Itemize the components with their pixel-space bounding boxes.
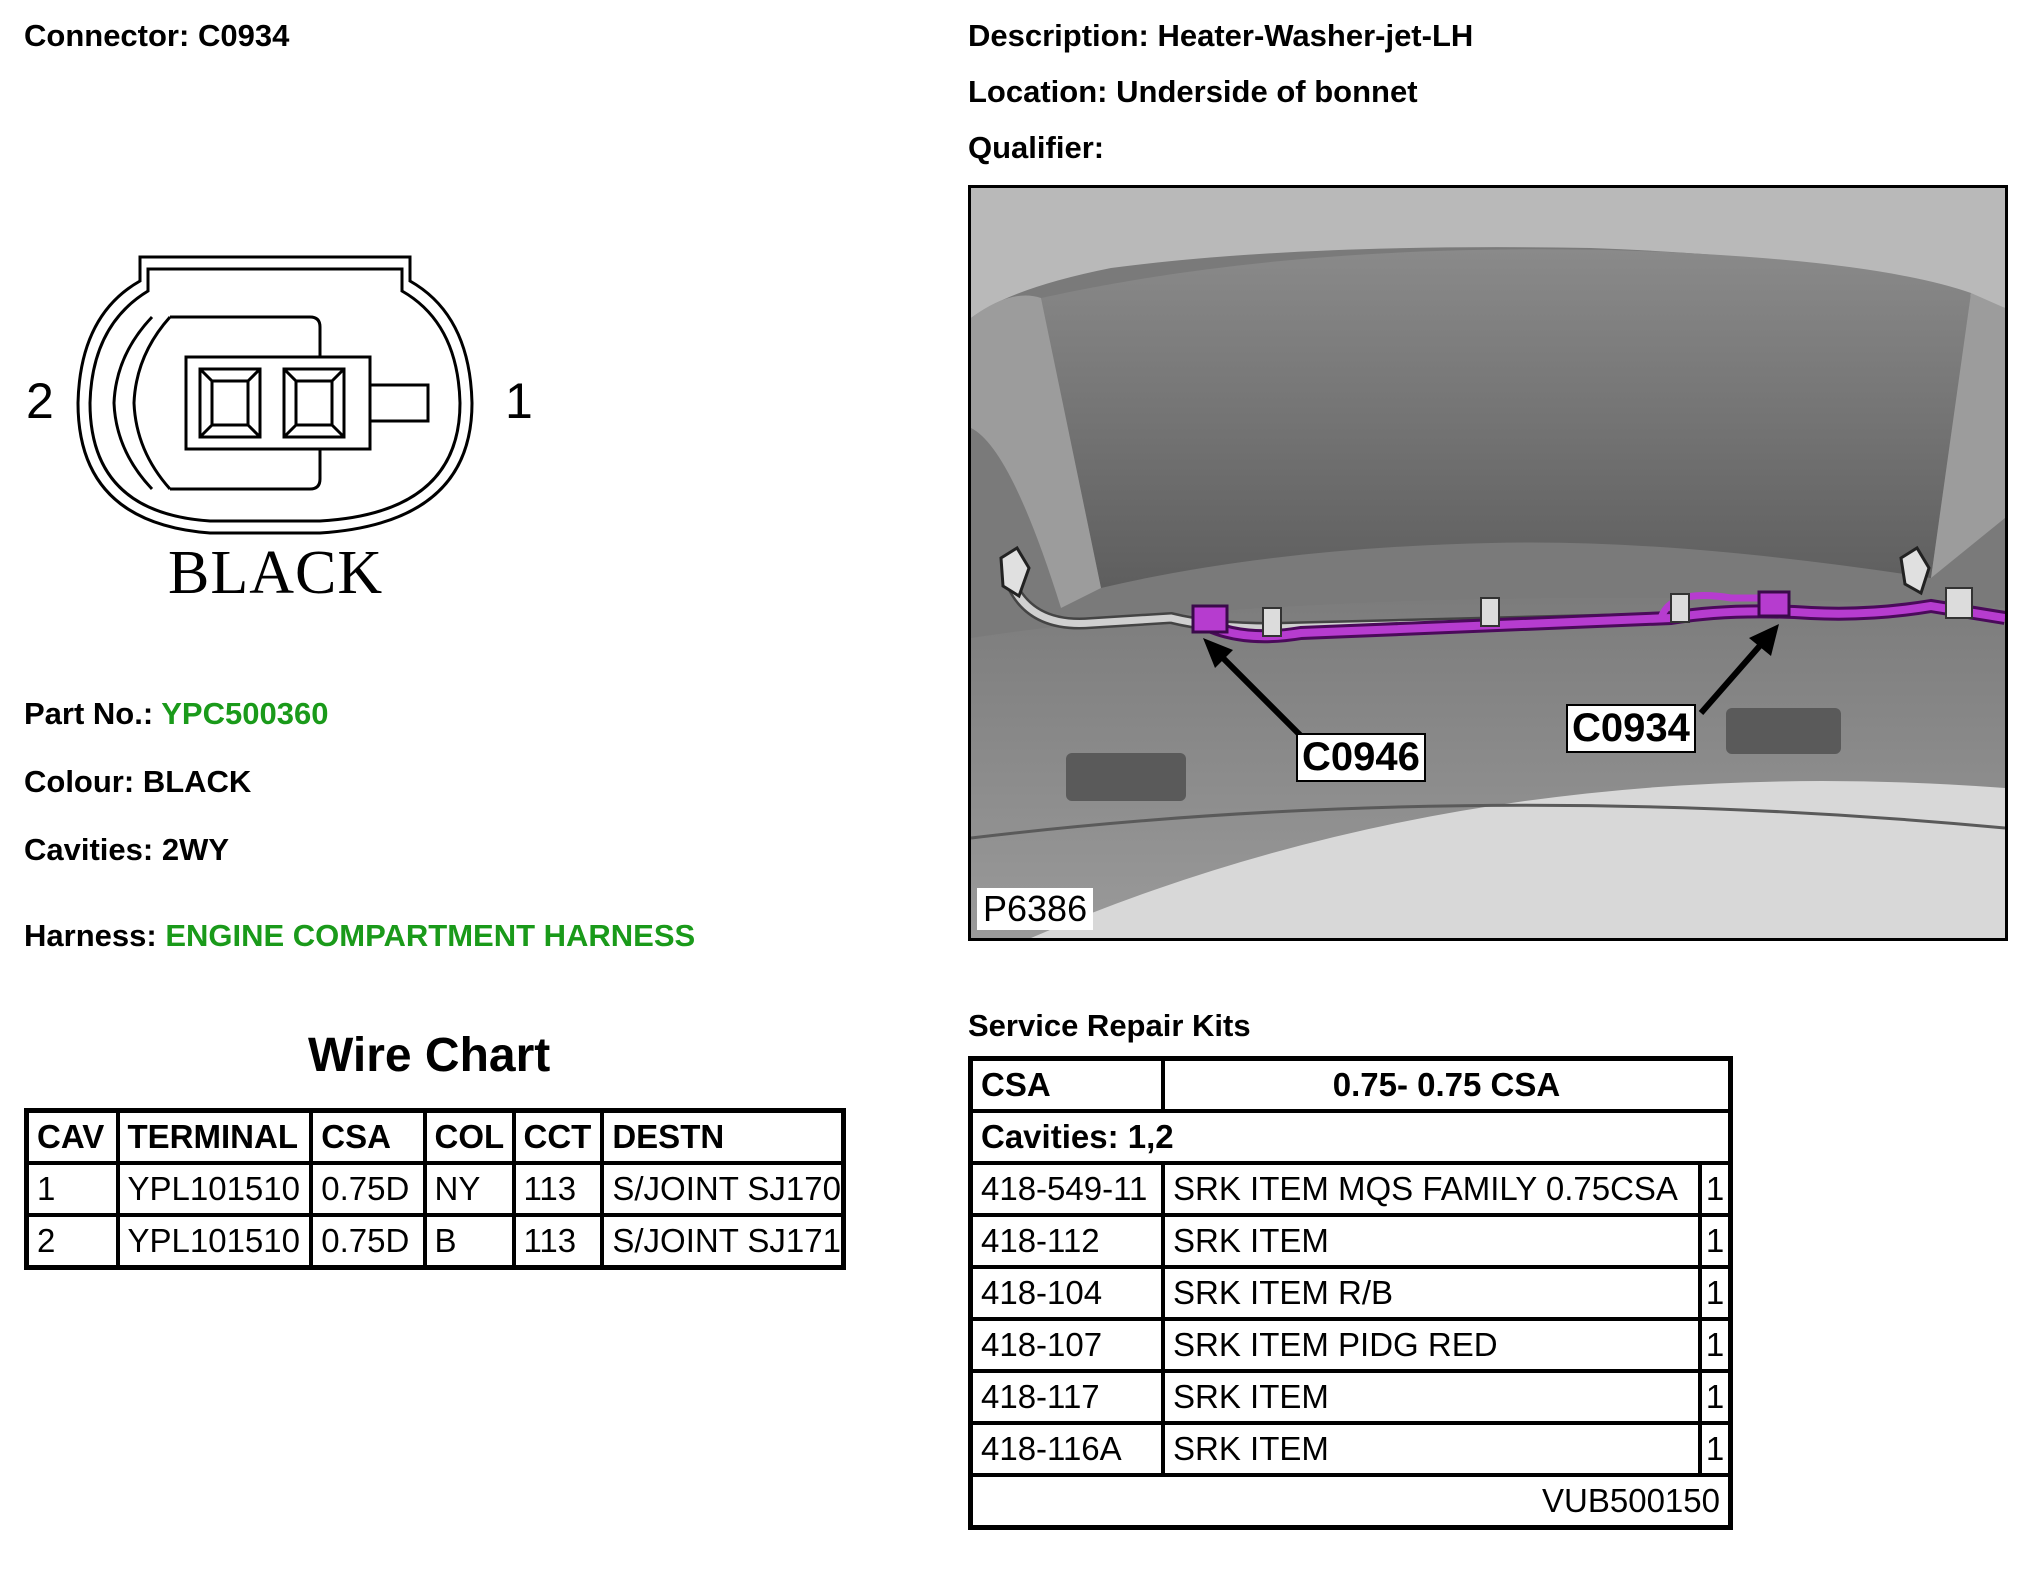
table-row: 418-117 SRK ITEM 1 (968, 1369, 1733, 1425)
col-header-col: COL (422, 1108, 516, 1165)
cell-cav: 2 (24, 1213, 120, 1270)
kit-quantity: 1 (1698, 1421, 1733, 1477)
harness-line: Harness: ENGINE COMPARTMENT HARNESS (24, 918, 696, 953)
table-row: 1 YPL101510 0.75D NY 113 S/JOINT SJ170 (24, 1161, 846, 1217)
cell-csa: 0.75D (309, 1161, 427, 1217)
cavities-value: 2WY (161, 832, 230, 867)
location-value: Underside of bonnet (1116, 74, 1418, 109)
cell-terminal: YPL101510 (115, 1213, 314, 1270)
cell-cav: 1 (24, 1161, 120, 1217)
connector-id: C0934 (197, 18, 290, 53)
kits-reference-row: VUB500150 (968, 1473, 1733, 1530)
kit-part-number: 418-104 (968, 1265, 1165, 1321)
wire-chart-header-row: CAV TERMINAL CSA COL CCT DESTN (24, 1108, 846, 1165)
col-header-cav: CAV (24, 1108, 120, 1165)
part-number-line: Part No.: YPC500360 (24, 696, 329, 731)
connector-heading: Connector: C0934 (24, 18, 290, 53)
colour-value: BLACK (142, 764, 252, 799)
location-photo: C0946 C0934 P6386 (968, 185, 2008, 941)
kit-part-number: 418-117 (968, 1369, 1165, 1425)
csa-value: 0.75- 0.75 CSA (1161, 1056, 1733, 1113)
cell-cct: 113 (511, 1213, 605, 1270)
connector-color-caption: BLACK (168, 539, 384, 607)
connector-face-diagram (76, 255, 474, 535)
cell-csa: 0.75D (309, 1213, 427, 1270)
kit-part-number: 418-107 (968, 1317, 1165, 1373)
cell-destn: S/JOINT SJ170 (600, 1161, 846, 1217)
cavities-line: Cavities: 2WY (24, 832, 230, 867)
cell-cct: 113 (511, 1161, 605, 1217)
col-header-destn: DESTN (600, 1108, 846, 1165)
kit-quantity: 1 (1698, 1317, 1733, 1373)
pin-1-label: 1 (505, 373, 533, 429)
kit-part-number: 418-116A (968, 1421, 1165, 1477)
kit-quantity: 1 (1698, 1369, 1733, 1425)
callout-c0934: C0934 (1566, 704, 1696, 753)
repair-kits-title: Service Repair Kits (968, 1008, 1251, 1043)
kits-cavities: Cavities: 1,2 (968, 1109, 1733, 1165)
table-row: 418-549-11 SRK ITEM MQS FAMILY 0.75CSA 1 (968, 1161, 1733, 1217)
kit-description: SRK ITEM (1161, 1213, 1702, 1269)
cell-col: NY (422, 1161, 516, 1217)
pin-2-label: 2 (26, 373, 54, 429)
wire-chart-title: Wire Chart (308, 1029, 551, 1082)
kit-quantity: 1 (1698, 1213, 1733, 1269)
table-row: 418-116A SRK ITEM 1 (968, 1421, 1733, 1477)
figure-reference: P6386 (977, 888, 1094, 930)
part-number-link[interactable]: YPC500360 (161, 696, 329, 731)
colour-line: Colour: BLACK (24, 764, 252, 799)
kit-part-number: 418-549-11 (968, 1161, 1165, 1217)
cell-col: B (422, 1213, 516, 1270)
kit-description: SRK ITEM PIDG RED (1161, 1317, 1702, 1373)
qualifier-label: Qualifier: (968, 130, 1105, 165)
table-row: 2 YPL101510 0.75D B 113 S/JOINT SJ171 (24, 1213, 846, 1270)
cell-terminal: YPL101510 (115, 1161, 314, 1217)
kit-description: SRK ITEM R/B (1161, 1265, 1702, 1321)
description-line: Description: Heater-Washer-jet-LH (968, 18, 1474, 53)
kit-quantity: 1 (1698, 1265, 1733, 1321)
callout-c0946: C0946 (1296, 733, 1426, 782)
kit-description: SRK ITEM (1161, 1421, 1702, 1477)
harness-link[interactable]: ENGINE COMPARTMENT HARNESS (165, 918, 696, 953)
kits-cavities-row: Cavities: 1,2 (968, 1109, 1733, 1165)
csa-label: CSA (968, 1056, 1165, 1113)
cell-destn: S/JOINT SJ171 (600, 1213, 846, 1270)
wire-chart-table: CAV TERMINAL CSA COL CCT DESTN 1 YPL1015… (24, 1108, 846, 1270)
table-row: 418-112 SRK ITEM 1 (968, 1213, 1733, 1269)
col-header-terminal: TERMINAL (115, 1108, 314, 1165)
table-row: 418-107 SRK ITEM PIDG RED 1 (968, 1317, 1733, 1373)
table-row: 418-104 SRK ITEM R/B 1 (968, 1265, 1733, 1321)
kit-description: SRK ITEM MQS FAMILY 0.75CSA (1161, 1161, 1702, 1217)
kit-part-number: 418-112 (968, 1213, 1165, 1269)
description-value: Heater-Washer-jet-LH (1157, 18, 1474, 53)
kits-csa-row: CSA 0.75- 0.75 CSA (968, 1056, 1733, 1113)
kit-quantity: 1 (1698, 1161, 1733, 1217)
col-header-csa: CSA (309, 1108, 427, 1165)
kit-description: SRK ITEM (1161, 1369, 1702, 1425)
location-line: Location: Underside of bonnet (968, 74, 1418, 109)
kit-reference: VUB500150 (968, 1473, 1733, 1530)
col-header-cct: CCT (511, 1108, 605, 1165)
bonnet-underside-illustration (971, 188, 2005, 938)
repair-kits-table: CSA 0.75- 0.75 CSA Cavities: 1,2 418-549… (968, 1056, 1733, 1530)
